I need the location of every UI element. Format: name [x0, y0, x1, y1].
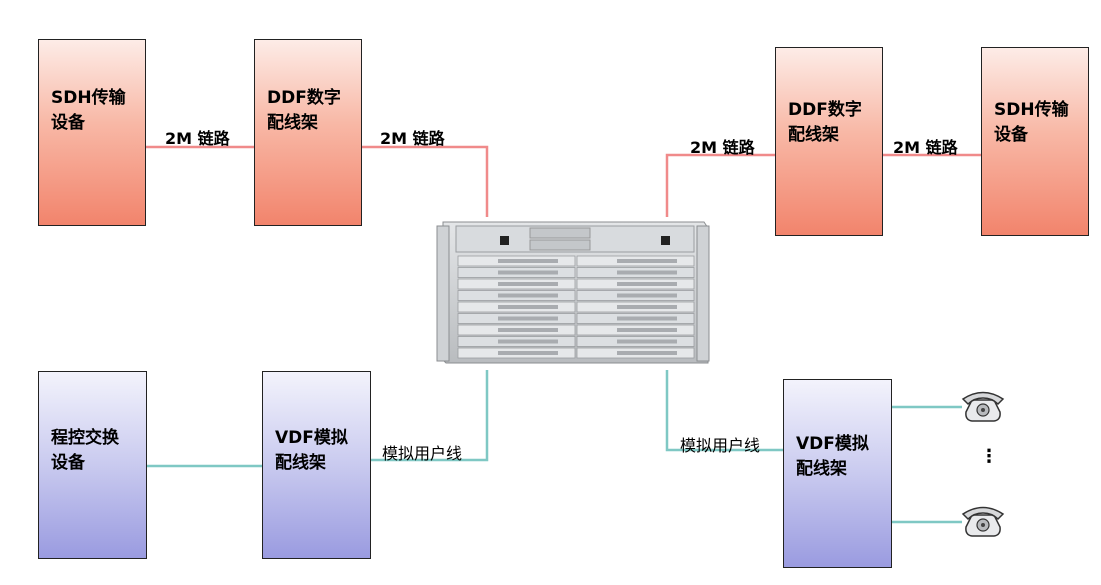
link-vdf-left-equipment [370, 370, 489, 462]
ddf-frame-box-right: DDF数字 配线架 [775, 47, 883, 236]
link-label-2: 2M 链路 [380, 129, 445, 148]
vdf-frame-box-right: VDF模拟 配线架 [783, 379, 892, 568]
more-phones-ellipsis: ⋮ [980, 446, 998, 467]
telephone-icon [961, 506, 1005, 537]
link-label-4: 2M 链路 [893, 138, 958, 157]
ddf-frame-box-left: DDF数字 配线架 [254, 39, 362, 226]
analog-line-label-left: 模拟用户线 [382, 444, 463, 463]
rack-equipment-icon [436, 221, 710, 364]
telephone-icon [961, 391, 1005, 422]
link-label-1: 2M 链路 [165, 129, 230, 148]
link-equipment-vdf-right [665, 370, 783, 452]
pbx-switch-box: 程控交换 设备 [38, 371, 147, 559]
link-label-3: 2M 链路 [690, 138, 755, 157]
sdh-transmission-box-left: SDH传输 设备 [38, 39, 146, 226]
analog-line-label-right: 模拟用户线 [680, 436, 761, 455]
sdh-transmission-box-right: SDH传输 设备 [981, 47, 1089, 236]
link-ddf-left-equipment [361, 145, 489, 217]
vdf-frame-box-left: VDF模拟 配线架 [262, 371, 371, 559]
link-equipment-ddf-right [665, 153, 775, 217]
